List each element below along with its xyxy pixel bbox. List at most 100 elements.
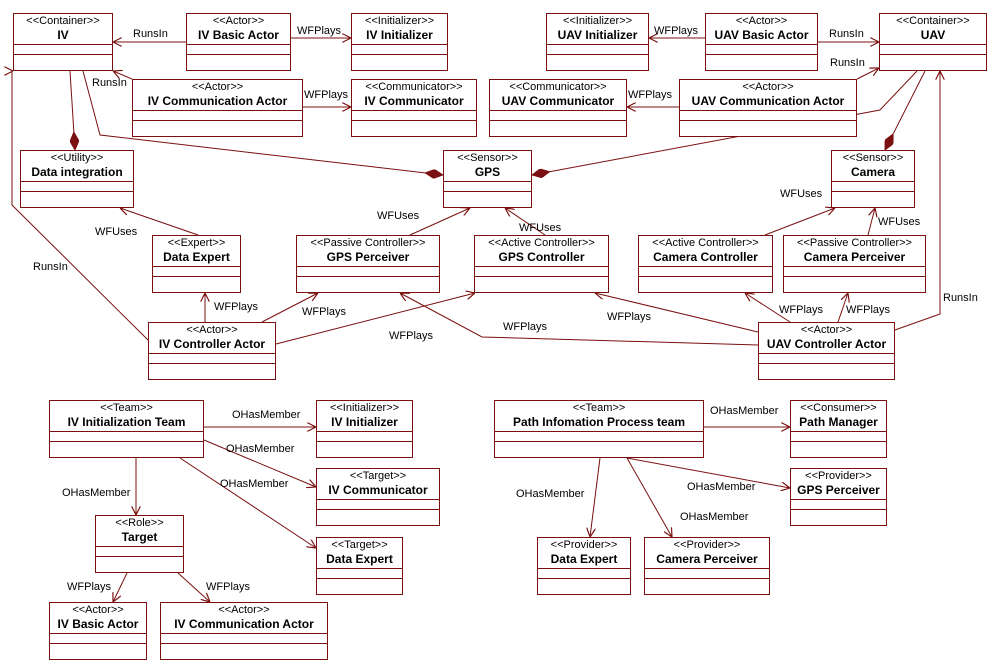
edge-label-wfplays: WFPlays [304,89,348,101]
stereotype-label: <<Container>> [26,15,100,27]
stereotype-label: <<Passive Controller>> [310,237,426,249]
class-name: IV Initializer [366,28,433,42]
class-name: IV Initializer [331,415,398,429]
stereotype-label: <<Actor>> [735,15,788,27]
class-name: Data Expert [326,552,393,566]
class-camera-perceiver[interactable]: <<Passive Controller>> Camera Perceiver [783,235,926,293]
edge-wfplays [113,572,128,602]
edge-label-wfuses: WFUses [95,226,138,238]
edge-label-runsin: RunsIn [92,77,127,89]
class-provider-gps-perceiver[interactable]: <<Provider>> GPS Perceiver [790,468,887,526]
stereotype-label: <<Initializer>> [329,402,400,414]
edge-runsin [12,71,149,341]
class-name: GPS Perceiver [326,250,410,264]
class-gps-controller[interactable]: <<Active Controller>> GPS Controller [474,235,609,293]
edge-wfplays [595,293,759,333]
stereotype-label: <<Utility>> [50,152,104,164]
class-team-data-expert[interactable]: <<Target>> Data Expert [316,537,403,595]
edge-label-runsin: RunsIn [829,28,864,40]
class-team-iv-communicator[interactable]: <<Target>> IV Communicator [316,468,440,526]
edge-label-wfplays: WFPlays [214,301,258,313]
edge-wfuses [764,208,835,236]
edge-label-wfplays: WFPlays [297,25,341,37]
class-uav[interactable]: <<Container>> UAV [879,13,987,71]
edge-label-ohasmember: OHasMember [680,511,749,523]
edge-label-runsin: RunsIn [943,292,978,304]
stereotype-label: <<Sensor>> [457,152,518,164]
edge-ohasmember [203,439,316,487]
class-iv-initializer[interactable]: <<Initializer>> IV Initializer [351,13,448,71]
class-name: UAV Communicator [501,94,615,108]
class-name: Camera Controller [653,250,758,264]
class-name: Path Infomation Process team [512,415,686,429]
stereotype-label: <<Actor>> [72,604,124,616]
class-gps-perceiver[interactable]: <<Passive Controller>> GPS Perceiver [296,235,440,293]
class-name: Camera Perceiver [803,250,906,264]
class-iv-initialization-team[interactable]: <<Team>> IV Initialization Team [49,400,204,458]
edge-composition [82,70,443,175]
class-uav-controller-actor[interactable]: <<Actor>> UAV Controller Actor [758,322,895,380]
class-provider-camera-perceiver[interactable]: <<Provider>> Camera Perceiver [644,537,770,595]
class-iv-communicator[interactable]: <<Communicator>> IV Communicator [351,79,477,137]
stereotype-label: <<Target>> [331,539,388,551]
class-uav-basic-actor[interactable]: <<Actor>> UAV Basic Actor [705,13,818,71]
stereotype-label: <<Communicator>> [365,81,463,93]
edge-label-ohasmember: OHasMember [220,478,289,490]
edge-ohasmember [179,457,316,548]
stereotype-label: <<Consumer>> [800,402,877,414]
class-team-iv-initializer[interactable]: <<Initializer>> IV Initializer [316,400,413,458]
class-iv-basic-actor[interactable]: <<Actor>> IV Basic Actor [186,13,291,71]
class-data-integration[interactable]: <<Utility>> Data integration [20,150,134,208]
edge-label-ohasmember: OHasMember [516,488,585,500]
edge-label-wfuses: WFUses [780,188,823,200]
edge-label-wfplays: WFPlays [503,321,547,333]
class-uav-initializer[interactable]: <<Initializer>> UAV Initializer [546,13,649,71]
class-camera[interactable]: <<Sensor>> Camera [831,150,915,208]
edge-wfplays [275,293,475,345]
class-iv[interactable]: <<Container>> IV [13,13,113,71]
edge-label-ohasmember: OHasMember [687,481,756,493]
class-team-iv-communication-actor[interactable]: <<Actor>> IV Communication Actor [160,602,328,660]
edge-composition [532,70,918,175]
class-team-iv-basic-actor[interactable]: <<Actor>> IV Basic Actor [49,602,147,660]
edge-label-wfuses: WFUses [878,216,921,228]
class-uav-communicator[interactable]: <<Communicator>> UAV Communicator [489,79,627,137]
edge-label-runsin: RunsIn [830,57,865,69]
stereotype-label: <<Sensor>> [842,152,904,164]
class-iv-controller-actor[interactable]: <<Actor>> IV Controller Actor [148,322,276,380]
edge-label-ohasmember: OHasMember [226,443,295,455]
class-name: IV Basic Actor [57,617,139,631]
edge-wfplays [177,572,210,602]
class-header: <<Container>> IV [14,14,112,45]
class-camera-controller[interactable]: <<Active Controller>> Camera Controller [638,235,773,293]
stereotype-label: <<Provider>> [673,539,741,551]
class-provider-data-expert[interactable]: <<Provider>> Data Expert [537,537,631,595]
edge-label-wfplays: WFPlays [779,304,823,316]
edge-label-wfplays: WFPlays [628,89,672,101]
class-path-information-process-team[interactable]: <<Team>> Path Infomation Process team [494,400,704,458]
class-name: IV [57,28,69,42]
edge-runsin [113,71,133,80]
stereotype-label: <<Actor>> [191,81,244,93]
edge-label-wfplays: WFPlays [302,306,346,318]
edge-label-wfplays: WFPlays [206,581,250,593]
class-path-manager[interactable]: <<Consumer>> Path Manager [790,400,887,458]
stereotype-label: <<Provider>> [550,539,618,551]
edge-wfuses [409,208,470,236]
class-data-expert[interactable]: <<Expert>> Data Expert [152,235,241,293]
edge-wfuses [505,208,546,236]
edge-label-wfplays: WFPlays [67,581,111,593]
class-iv-communication-actor[interactable]: <<Actor>> IV Communication Actor [132,79,303,137]
stereotype-label: <<Initializer>> [562,15,633,27]
edge-wfuses [867,208,875,236]
edge-wfplays [745,293,791,323]
class-role-target[interactable]: <<Role>> Target [95,515,184,573]
stereotype-label: <<Actor>> [186,324,238,336]
class-name: Camera [850,165,896,179]
class-uav-communication-actor[interactable]: <<Actor>> UAV Communication Actor [679,79,857,137]
class-name: IV Communication Actor [147,94,288,108]
class-name: Camera Perceiver [656,552,758,566]
stereotype-label: <<Target>> [349,470,407,482]
class-gps[interactable]: <<Sensor>> GPS [443,150,532,208]
